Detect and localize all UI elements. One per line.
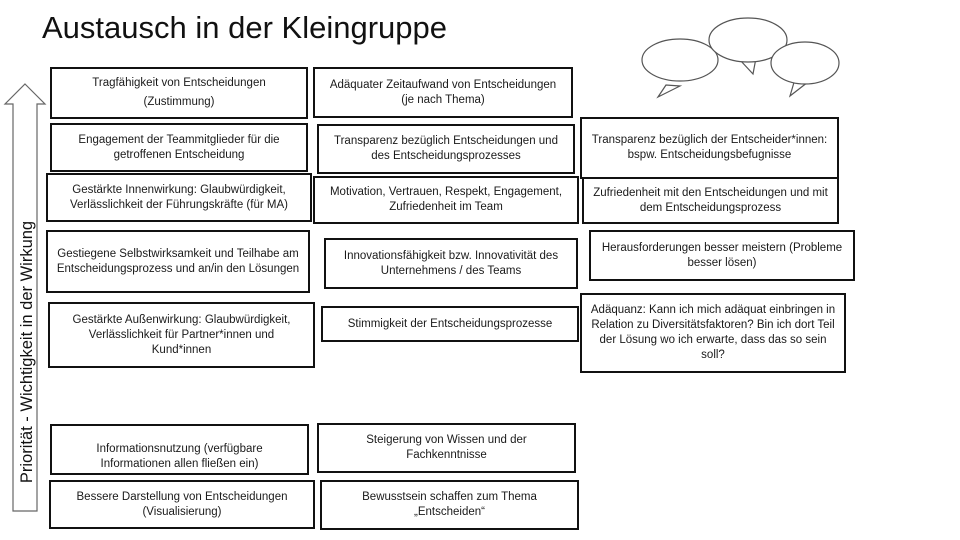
priority-axis-label: Priorität - Wichtigkeit in der Wirkung bbox=[18, 220, 36, 484]
box-selbstwirksamkeit: Gestiegene Selbstwirksamkeit und Teilhab… bbox=[46, 230, 310, 293]
box-tragfaehigkeit-text: Tragfähigkeit von Entscheidungen bbox=[92, 77, 266, 89]
box-bewusstsein: Bewusstsein schaffen zum Thema „Entschei… bbox=[320, 480, 579, 530]
box-darstellung: Bessere Darstellung von Entscheidungen (… bbox=[49, 480, 315, 529]
box-tragfaehigkeit-sub: (Zustimmung) bbox=[143, 96, 215, 108]
box-wissen-text: Steigerung von Wissen und der Fachkenntn… bbox=[366, 434, 527, 461]
box-selbstwirksamkeit-text: Gestiegene Selbstwirksamkeit und Teilhab… bbox=[56, 247, 300, 275]
box-motivation: Motivation, Vertrauen, Respekt, Engageme… bbox=[313, 176, 579, 224]
box-tragfaehigkeit: Tragfähigkeit von Entscheidungen (Zustim… bbox=[50, 67, 308, 119]
box-aussenwirkung-text: Gestärkte Außenwirkung: Glaubwürdigkeit,… bbox=[72, 313, 291, 356]
box-adaequanz-text: Adäquanz: Kann ich mich adäquat einbring… bbox=[590, 304, 836, 361]
box-transparenz-entscheidungen-text: Transparenz bezüglich Entscheidungen und… bbox=[334, 135, 558, 162]
box-engagement: Engagement der Teammitglieder für die ge… bbox=[50, 123, 308, 172]
box-informationsnutzung-text: Informationsnutzung (verfügbare Informat… bbox=[96, 443, 263, 470]
box-stimmigkeit: Stimmigkeit der Entscheidungsprozesse bbox=[321, 306, 579, 342]
box-darstellung-text: Bessere Darstellung von Entscheidungen (… bbox=[76, 490, 288, 518]
box-herausforderungen-text: Herausforderungen besser meistern (Probl… bbox=[601, 241, 843, 269]
box-motivation-text: Motivation, Vertrauen, Respekt, Engageme… bbox=[329, 186, 563, 213]
box-zufriedenheit-text: Zufriedenheit mit den Entscheidungen und… bbox=[593, 186, 828, 214]
box-engagement-text: Engagement der Teammitglieder für die ge… bbox=[78, 133, 280, 161]
box-innenwirkung: Gestärkte Innenwirkung: Glaubwürdigkeit,… bbox=[46, 173, 312, 222]
box-transparenz-entscheider-text: Transparenz bezüglich der Entscheider*in… bbox=[591, 134, 828, 161]
box-bewusstsein-text: Bewusstsein schaffen zum Thema „Entschei… bbox=[362, 491, 537, 518]
box-zufriedenheit: Zufriedenheit mit den Entscheidungen und… bbox=[582, 177, 839, 224]
box-transparenz-entscheider: Transparenz bezüglich der Entscheider*in… bbox=[580, 117, 839, 179]
box-zeitaufwand: Adäquater Zeitaufwand von Entscheidungen… bbox=[313, 67, 573, 118]
box-wissen: Steigerung von Wissen und der Fachkenntn… bbox=[317, 423, 576, 473]
box-zeitaufwand-text: Adäquater Zeitaufwand von Entscheidungen… bbox=[329, 78, 557, 106]
box-herausforderungen: Herausforderungen besser meistern (Probl… bbox=[589, 230, 855, 281]
box-innovationsfaehigkeit-text: Innovationsfähigkeit bzw. Innovativität … bbox=[343, 249, 559, 277]
slide-title: Austausch in der Kleingruppe bbox=[42, 10, 447, 45]
box-innenwirkung-text: Gestärkte Innenwirkung: Glaubwürdigkeit,… bbox=[70, 183, 288, 211]
box-innovationsfaehigkeit: Innovationsfähigkeit bzw. Innovativität … bbox=[324, 238, 578, 289]
box-stimmigkeit-text: Stimmigkeit der Entscheidungsprozesse bbox=[347, 317, 553, 330]
box-aussenwirkung: Gestärkte Außenwirkung: Glaubwürdigkeit,… bbox=[48, 302, 315, 368]
box-transparenz-entscheidungen: Transparenz bezüglich Entscheidungen und… bbox=[317, 124, 575, 174]
box-adaequanz: Adäquanz: Kann ich mich adäquat einbring… bbox=[580, 293, 846, 373]
box-informationsnutzung: Informationsnutzung (verfügbare Informat… bbox=[50, 424, 309, 475]
